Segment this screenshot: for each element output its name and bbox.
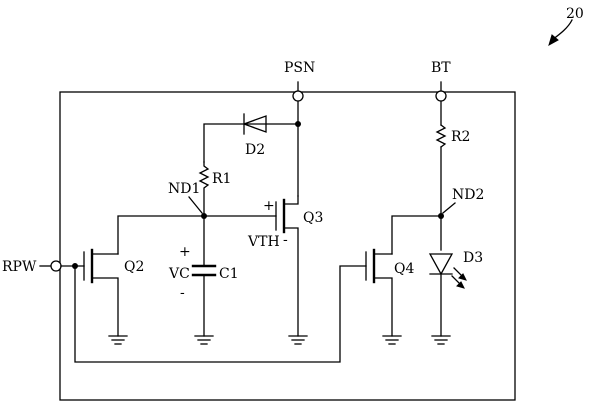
r2-label: R2 [451, 129, 470, 145]
q4-ground-icon [382, 335, 402, 345]
nd2-leader [442, 202, 456, 214]
rpw-to-q4-gate-wire [74, 265, 367, 363]
rpw-label: RPW [2, 259, 37, 275]
q4-transistor-icon [365, 248, 393, 337]
nd1-leader [188, 196, 203, 214]
d3-led-icon [428, 253, 467, 289]
vth-label: VTH [247, 234, 280, 250]
nd1-label: ND1 [168, 181, 200, 197]
d3-label: D3 [463, 250, 483, 266]
vc-plus-sign: + [179, 244, 191, 260]
q4-label: Q4 [394, 261, 414, 277]
q2-label: Q2 [124, 259, 144, 275]
c1-label: C1 [219, 266, 239, 282]
rpw-terminal[interactable] [50, 260, 62, 272]
psn-terminal[interactable] [292, 90, 304, 102]
vc-minus-sign: - [180, 285, 185, 301]
bt-terminal[interactable] [435, 90, 447, 102]
nd2-label: ND2 [452, 187, 484, 203]
vth-minus-sign: - [283, 232, 288, 248]
r1-resistor-icon [198, 161, 210, 217]
r2-resistor-icon [435, 124, 447, 148]
bt-label: BT [431, 60, 451, 76]
r1-label: R1 [212, 171, 231, 187]
reference-arrow-icon [548, 19, 573, 47]
nd1-to-q2-wire [117, 215, 205, 255]
c1-ground-icon [194, 335, 214, 345]
q2-ground-icon [108, 335, 128, 345]
c1-capacitor-icon [191, 264, 217, 277]
d2-wire [203, 123, 299, 163]
d2-diode-icon [242, 113, 267, 135]
q2-transistor-icon [83, 248, 119, 337]
vc-label: VC [168, 266, 190, 282]
q3-label: Q3 [303, 210, 323, 226]
d2-label: D2 [245, 142, 265, 158]
d3-ground-icon [431, 335, 451, 345]
q3-ground-icon [288, 335, 308, 345]
psn-label: PSN [284, 60, 315, 76]
vth-plus-sign: + [263, 198, 275, 214]
device-boundary [59, 91, 516, 401]
figure-number-label: 20 [566, 6, 584, 22]
nd2-to-q4-wire [391, 215, 442, 255]
q3-transistor-icon [275, 195, 299, 337]
